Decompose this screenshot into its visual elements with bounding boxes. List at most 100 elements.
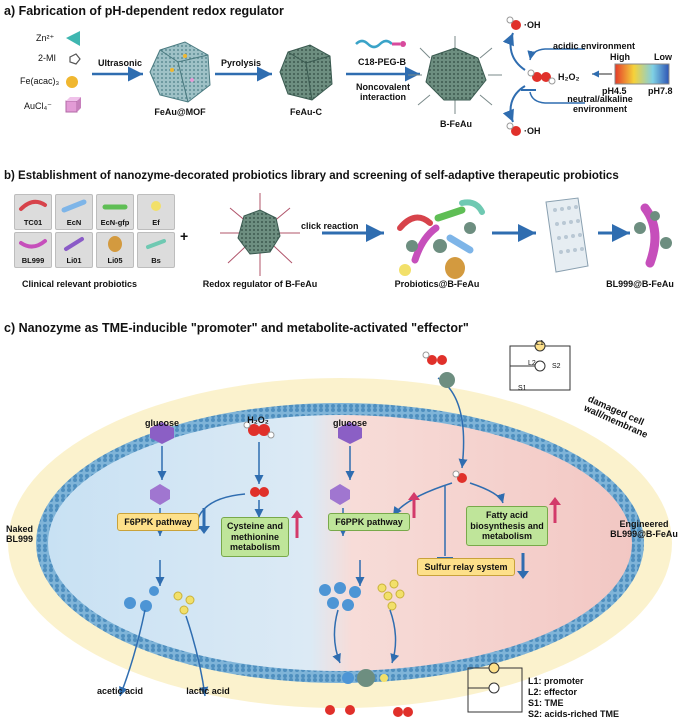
feau-c-particle-icon	[279, 44, 333, 101]
h2o2-c-label: H₂O₂	[247, 415, 269, 425]
glucose-left-label: glucose	[144, 418, 180, 428]
ph-low-label: Low	[654, 52, 672, 62]
redox-regulator-icon	[220, 193, 300, 276]
h2o2-label: H₂O₂	[558, 72, 580, 82]
h2o2-outside-icon	[243, 421, 275, 439]
section-c-title: c) Nanozyme as TME-inducible "promoter" …	[4, 321, 469, 335]
up-arrow-f6ppk-right-icon	[408, 492, 420, 518]
c18-peg-b-ligand-icon	[355, 39, 406, 49]
sulfur-relay-box: Sulfur relay system	[417, 558, 515, 576]
oh-top-label: ·OH	[524, 20, 541, 30]
legend-circuit-icon	[467, 662, 523, 713]
au-cube-icon	[65, 97, 81, 113]
step3-sub: Noncovalent interaction	[355, 82, 410, 102]
lactic-acid-label: lactic acid	[186, 686, 230, 696]
reagent-fe: Fe(acac)₃	[20, 76, 60, 86]
section-b-graphics	[220, 193, 672, 279]
legend-s2: S2: acids-riched TME	[528, 709, 620, 719]
step2-product: FeAu-C	[290, 107, 322, 117]
probiotic-tile-ecn: EcN	[55, 194, 93, 230]
reagent-au: AuCl₄⁻	[24, 101, 52, 111]
cytoplasm	[48, 415, 632, 671]
ph-right-label: pH7.8	[648, 86, 673, 96]
legend-s1: S1: TME	[528, 698, 564, 708]
circuit-top-l2: L2	[528, 360, 536, 367]
fe-sphere-icon	[66, 76, 78, 88]
acetic-acid-spheres-icon	[124, 586, 159, 612]
bottom-nanozyme-icon	[342, 669, 388, 687]
2mi-ring-icon	[69, 53, 81, 65]
step3-label: C18-PEG-B	[358, 57, 407, 67]
legend: L1: promoter L2: effector S1: TME S2: ac…	[528, 676, 619, 720]
bottom-ros-molecules-icon	[325, 705, 413, 717]
acid-spheres-right-icon	[319, 582, 361, 611]
circuit-top-s1: S1	[518, 385, 527, 392]
library-caption: Clinical relevant probiotics	[22, 279, 138, 289]
probiotic-tile-li01: Li01	[55, 232, 93, 268]
b-feau-particle-icon	[408, 36, 502, 114]
legend-l1: L1: promoter	[528, 676, 584, 686]
down-arrow-f6ppk-left-icon	[198, 508, 210, 534]
ph-left-label: pH4.5	[602, 86, 627, 96]
section-c-cell-graphics	[8, 340, 672, 717]
engineered-label: Engineered BL999@B-FeAu	[610, 519, 678, 540]
step1-product: FeAu@MOF	[154, 107, 206, 117]
selected-caption: BL999@B-FeAu	[606, 279, 674, 289]
oh-bottom-molecule-icon	[506, 122, 521, 136]
probiotic-tile-ecn-gfp: EcN-gfp	[96, 194, 134, 230]
ros-inside-right-icon	[452, 470, 467, 483]
glucose-right-icon	[338, 422, 362, 444]
bl999-at-b-feau-icon	[634, 203, 672, 268]
lactic-acid-spheres-icon	[173, 591, 195, 615]
glucose-left-icon	[150, 422, 174, 444]
step2-label: Pyrolysis	[221, 58, 262, 68]
cysteine-box: Cysteine and methionine metabolism	[221, 517, 289, 557]
glucose-left-inner-icon	[150, 484, 170, 505]
naked-label: Naked BL999	[6, 524, 34, 545]
neutral-env-label: neutral/alkaline environment	[567, 94, 633, 114]
step3-product: B-FeAu	[440, 119, 472, 129]
feau-mof-particle-icon	[149, 41, 211, 103]
f6ppk-right-box: F6PPK pathway	[328, 513, 410, 531]
oh-bottom-label: ·OH	[524, 126, 541, 136]
probiotic-tile-ef: Ef	[137, 194, 175, 230]
well-plate-icon	[545, 197, 589, 273]
acidic-env-label: acidic environment	[553, 41, 636, 51]
plus-sign: +	[180, 228, 189, 244]
acetic-acid-label: acetic acid	[96, 686, 144, 696]
fatty-acid-box: Fatty acid biosynthesis and metabolism	[466, 506, 548, 546]
regulator-caption: Redox regulator of B-FeAu	[202, 279, 318, 289]
product-caption: Probiotics@B-FeAu	[394, 279, 480, 289]
section-a-title: a) Fabrication of pH-dependent redox reg…	[4, 4, 284, 18]
legend-l2: L2: effector	[528, 687, 578, 697]
probiotic-tile-tc01: TC01	[14, 194, 52, 230]
glucose-right-inner-icon	[330, 484, 350, 505]
step1-label: Ultrasonic	[98, 58, 143, 68]
lactic-spheres-right-icon	[377, 579, 405, 611]
down-arrow-sulfur-icon	[517, 553, 529, 579]
top-circuit-icon	[509, 340, 571, 391]
h2o2-molecule-icon	[527, 69, 556, 85]
h2o2-inside-icon	[250, 487, 269, 497]
ph-gradient-bar	[614, 63, 670, 85]
reagent-2mi: 2-MI	[38, 53, 56, 63]
h2o2-top-right-icon	[422, 351, 447, 365]
glucose-right-label: glucose	[332, 418, 368, 428]
f6ppk-left-box: F6PPK pathway	[117, 513, 199, 531]
probiotics-at-b-feau-icon	[397, 199, 485, 279]
probiotic-tile-bl999: BL999	[14, 232, 52, 268]
up-arrow-fatty-icon	[549, 497, 561, 523]
nanozyme-top-right-icon	[439, 372, 455, 388]
section-b-title: b) Establishment of nanozyme-decorated p…	[4, 170, 619, 182]
probiotics-library: TC01 EcN EcN-gfp Ef BL999 Li01 Li05 Bs	[14, 194, 180, 272]
probiotic-tile-bs: Bs	[137, 232, 175, 268]
up-arrow-cysteine-icon	[291, 510, 303, 538]
click-reaction-label: click reaction	[301, 221, 359, 231]
zn-triangle-icon	[66, 31, 80, 46]
oh-top-molecule-icon	[506, 16, 521, 30]
reagent-zn: Zn²⁺	[36, 33, 55, 43]
circuit-top-l1: L1	[536, 340, 544, 347]
ph-high-label: High	[610, 52, 630, 62]
probiotic-tile-li05: Li05	[96, 232, 134, 268]
section-a-graphics	[65, 16, 670, 136]
